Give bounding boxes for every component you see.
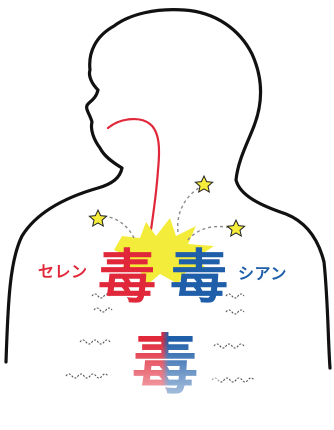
trajectory-line: [104, 216, 134, 238]
star-icon: [227, 220, 244, 236]
trajectory-line: [178, 186, 202, 232]
fade-overlay: [110, 340, 220, 430]
selenium-poison-kanji: 毒: [98, 248, 156, 306]
cyanide-label: シアン: [238, 266, 287, 282]
wave-line: [80, 340, 110, 344]
wave-line: [66, 374, 108, 378]
cyanide-poison-kanji: 毒: [170, 248, 228, 306]
wave-line: [226, 310, 244, 314]
human-silhouette: [6, 10, 330, 368]
selenium-label: セレン: [38, 264, 88, 280]
star-icon: [89, 210, 106, 226]
wave-line: [226, 294, 244, 298]
star-icon: [195, 176, 212, 192]
